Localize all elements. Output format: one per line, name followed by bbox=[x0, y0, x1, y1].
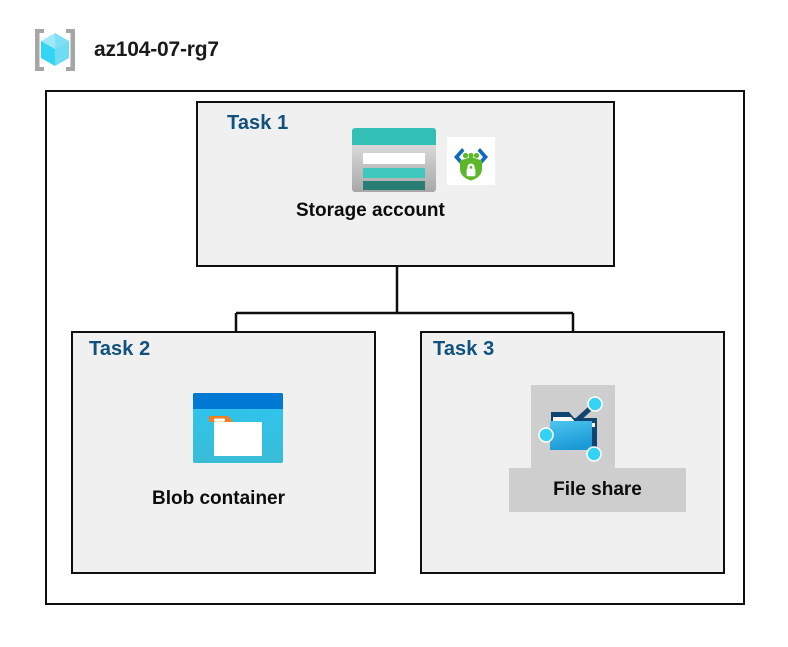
storage-account-icon bbox=[352, 128, 436, 192]
blob-container-label: Blob container bbox=[152, 488, 286, 509]
resource-group-cube-icon bbox=[35, 29, 75, 71]
file-share-label: File share bbox=[509, 468, 686, 512]
task-3-label: Task 3 bbox=[433, 338, 495, 360]
secure-shield-lock-icon bbox=[447, 137, 495, 185]
resource-group-title: az104-07-rg7 bbox=[94, 38, 219, 61]
task-1-label: Task 1 bbox=[227, 112, 289, 134]
storage-account-label: Storage account bbox=[296, 200, 445, 221]
file-share-icon bbox=[538, 396, 603, 462]
task-2-label: Task 2 bbox=[89, 338, 151, 360]
resource-group-header: az104-07-rg7 bbox=[30, 26, 219, 74]
blob-container-icon bbox=[193, 393, 283, 463]
